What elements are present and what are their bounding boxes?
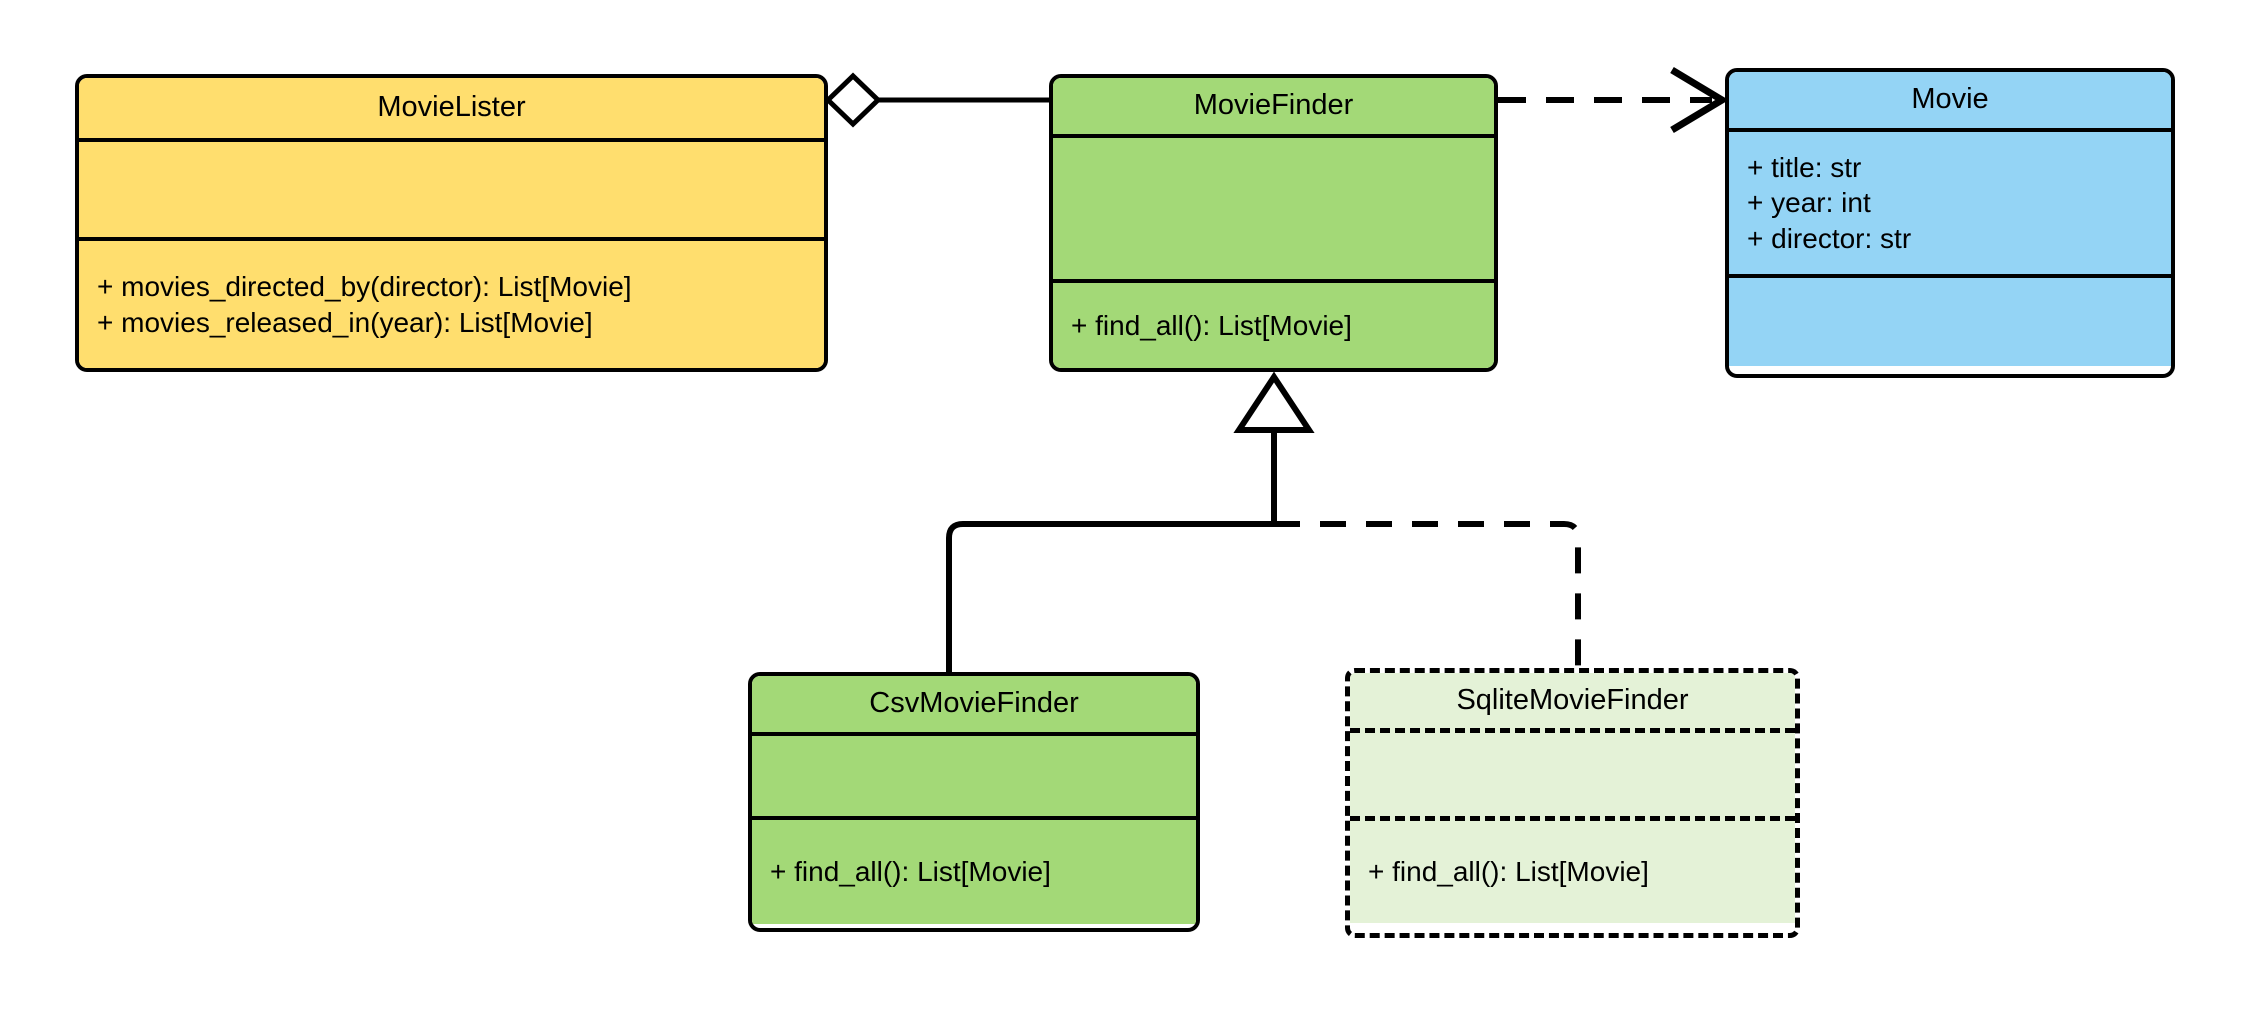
movie-attributes-compartment: + title: str + year: int + director: str bbox=[1729, 132, 2171, 278]
dependency-moviefinder-movie[interactable] bbox=[1498, 66, 1729, 134]
class-box-moviefinder[interactable]: MovieFinder + find_all(): List[Movie] bbox=[1049, 74, 1498, 372]
moviefinder-attributes-compartment bbox=[1053, 138, 1494, 283]
class-box-sqlitemoviefinder[interactable]: SqliteMovieFinder + find_all(): List[Mov… bbox=[1345, 668, 1800, 938]
generalization-line-solid bbox=[946, 521, 1274, 672]
moviefinder-name-compartment: MovieFinder bbox=[1053, 78, 1494, 138]
generalization-sqlitemoviefinder-moviefinder[interactable] bbox=[1274, 521, 1581, 668]
aggregation-movielister-moviefinder[interactable] bbox=[824, 72, 1049, 128]
movielister-class-name: MovieLister bbox=[377, 91, 526, 124]
moviefinder-class-name: MovieFinder bbox=[1193, 89, 1354, 122]
generalization-line-dashed bbox=[1274, 521, 1581, 668]
movie-attribute: + title: str bbox=[1747, 152, 1862, 184]
class-box-movielister[interactable]: MovieLister + movies_directed_by(directo… bbox=[75, 74, 828, 372]
generalization-csvmoviefinder-moviefinder[interactable] bbox=[946, 521, 1274, 672]
sqlitemoviefinder-class-name: SqliteMovieFinder bbox=[1456, 683, 1689, 716]
csvmoviefinder-method: + find_all(): List[Movie] bbox=[770, 856, 1051, 888]
hollow-diamond-icon bbox=[824, 72, 882, 128]
moviefinder-methods-compartment: + find_all(): List[Movie] bbox=[1053, 283, 1494, 368]
csvmoviefinder-attributes-compartment bbox=[752, 736, 1196, 820]
sqlitemoviefinder-attributes-compartment bbox=[1350, 733, 1795, 821]
movie-class-name: Movie bbox=[1911, 83, 1989, 116]
hollow-triangle-icon bbox=[1233, 371, 1315, 433]
movielister-name-compartment: MovieLister bbox=[79, 78, 824, 142]
sqlitemoviefinder-method: + find_all(): List[Movie] bbox=[1368, 856, 1649, 888]
movielister-attributes-compartment bbox=[79, 142, 824, 241]
movielister-methods-compartment: + movies_directed_by(director): List[Mov… bbox=[79, 241, 824, 368]
csvmoviefinder-class-name: CsvMovieFinder bbox=[869, 687, 1079, 720]
movie-attribute: + director: str bbox=[1747, 222, 1912, 254]
movie-attribute: + year: int bbox=[1747, 187, 1871, 219]
generalization-riser bbox=[1233, 371, 1315, 524]
csvmoviefinder-name-compartment: CsvMovieFinder bbox=[752, 676, 1196, 736]
sqlitemoviefinder-methods-compartment: + find_all(): List[Movie] bbox=[1350, 821, 1795, 923]
class-box-csvmoviefinder[interactable]: CsvMovieFinder + find_all(): List[Movie] bbox=[748, 672, 1200, 932]
csvmoviefinder-methods-compartment: + find_all(): List[Movie] bbox=[752, 820, 1196, 924]
moviefinder-method: + find_all(): List[Movie] bbox=[1071, 309, 1352, 341]
movie-name-compartment: Movie bbox=[1729, 72, 2171, 132]
movielister-method: + movies_released_in(year): List[Movie] bbox=[97, 306, 593, 338]
class-box-movie[interactable]: Movie + title: str + year: int + directo… bbox=[1725, 68, 2175, 378]
sqlitemoviefinder-name-compartment: SqliteMovieFinder bbox=[1350, 673, 1795, 733]
movie-methods-compartment bbox=[1729, 278, 2171, 366]
movielister-method: + movies_directed_by(director): List[Mov… bbox=[97, 271, 632, 303]
open-arrow-icon bbox=[1670, 66, 1729, 134]
